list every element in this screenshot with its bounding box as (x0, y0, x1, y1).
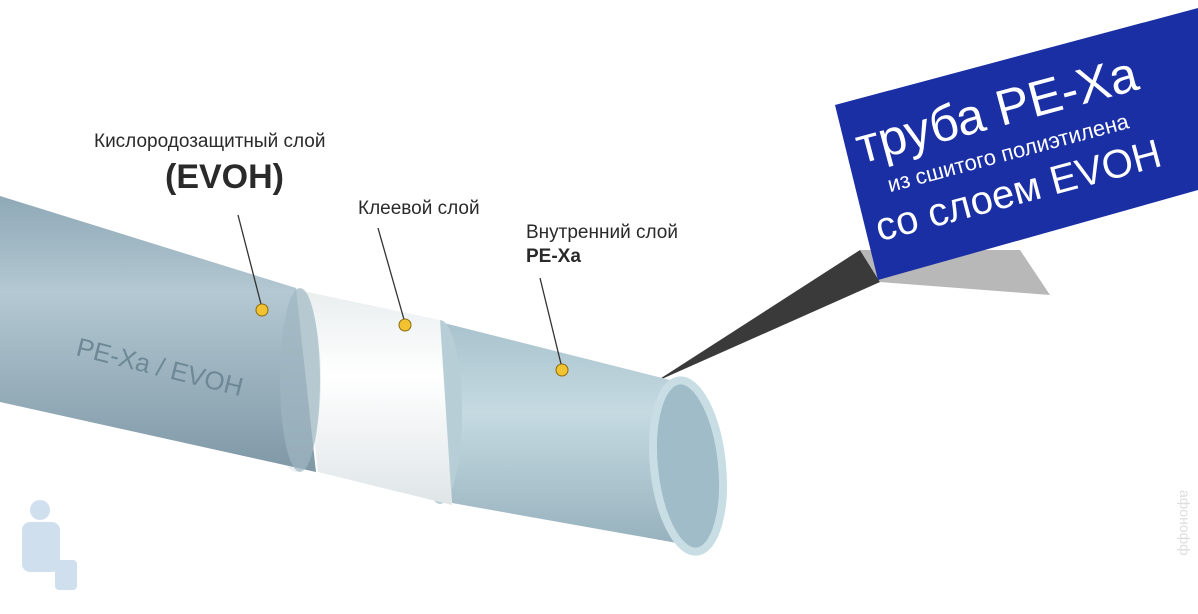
label-adhesive-layer: Клеевой слой (358, 198, 480, 219)
callout-pointer (655, 250, 880, 382)
watermark: афонофф (1177, 490, 1193, 556)
pipe-opening (649, 376, 727, 556)
inner-layer-section (440, 322, 705, 548)
label-evoh: (EVOH) (165, 158, 284, 196)
outer-layer-section (0, 196, 316, 472)
label-pe-xa: PE-Xa (526, 246, 581, 267)
label-oxygen-layer: Кислородозащитный слой (94, 131, 326, 152)
plumber-logo (22, 500, 77, 590)
marker-dot-adhesive (398, 318, 412, 332)
banner-background (835, 8, 1198, 280)
label-inner-layer: Внутренний слой (526, 222, 678, 243)
marker-dot-inner (555, 363, 569, 377)
adhesive-layer-section (298, 290, 452, 505)
marker-dot-evoh (255, 303, 269, 317)
